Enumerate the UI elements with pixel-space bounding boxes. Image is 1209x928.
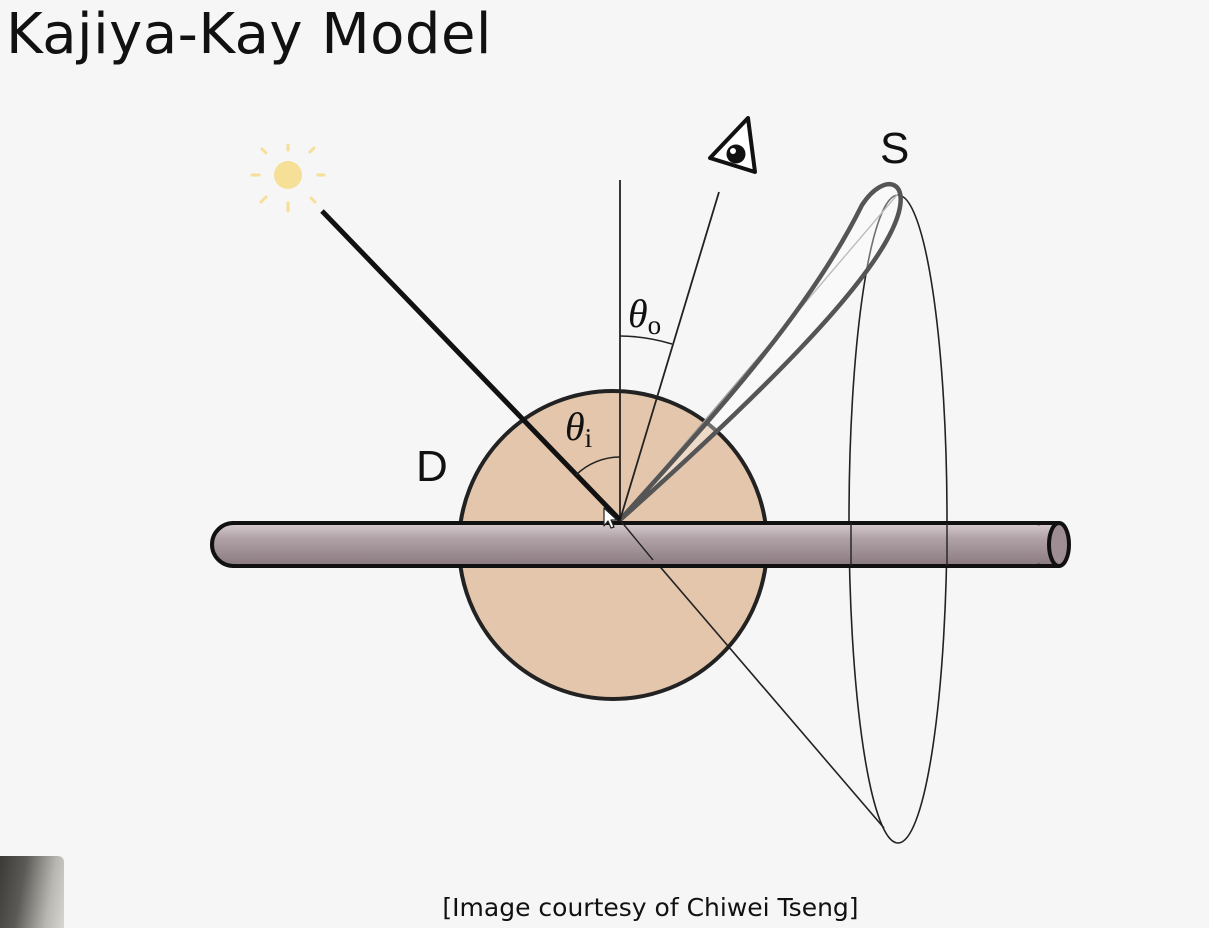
cone-line-bottom: [619, 519, 885, 829]
theta-o-arc: [619, 335, 673, 345]
cone-line-over-rod: [619, 519, 654, 561]
hair-fiber-cylinder: [210, 521, 1071, 568]
eye-icon: [708, 116, 757, 174]
image-credit-caption: [Image courtesy of Chiwei Tseng]: [442, 893, 859, 922]
theta-o-subscript: o: [648, 310, 662, 340]
label-S: S: [880, 124, 909, 173]
label-theta-i: θi: [565, 404, 592, 453]
mouse-cursor-icon: [603, 507, 618, 529]
theta-i-arc: [575, 456, 621, 476]
specular-lobe: [617, 181, 903, 523]
slide-title: Kajiya-Kay Model: [6, 2, 492, 67]
view-direction-line: [619, 191, 720, 521]
incident-light-ray: [320, 209, 622, 522]
specular-cone-rim: [848, 194, 948, 844]
label-theta-o: θo: [628, 291, 661, 340]
sun-icon: [250, 143, 326, 213]
webcam-thumbnail[interactable]: [0, 856, 64, 928]
theta-o-symbol: θ: [628, 291, 648, 336]
theta-i-symbol: θ: [565, 404, 585, 449]
theta-i-subscript: i: [585, 423, 593, 453]
label-D: D: [416, 442, 448, 491]
